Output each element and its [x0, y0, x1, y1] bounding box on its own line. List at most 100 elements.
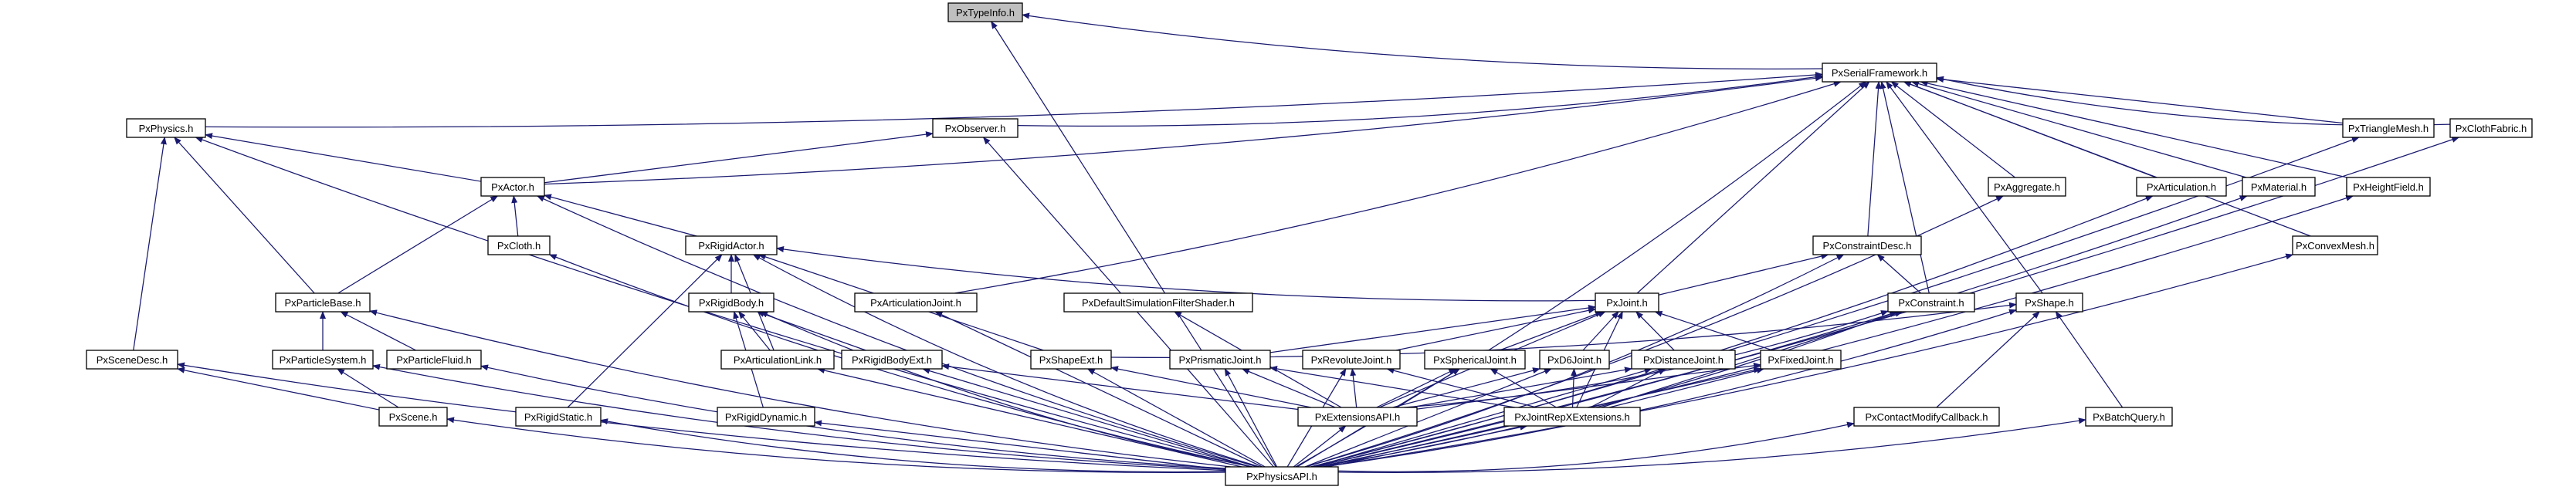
node-box-revolute[interactable]	[1302, 350, 1401, 370]
node-box-defsim[interactable]	[1063, 292, 1253, 313]
file-nodes: PxTypeInfo.hPxSerialFramework.hPxPhysics…	[86, 2, 2533, 486]
node-cloth[interactable]: PxCloth.h	[487, 235, 551, 255]
node-fixed[interactable]: PxFixedJoint.h	[1760, 350, 1842, 370]
edge-physapi-to-partsys	[372, 363, 1226, 470]
node-serial[interactable]: PxSerialFramework.h	[1822, 63, 1937, 83]
node-box-d6[interactable]	[1539, 350, 1610, 370]
node-box-distance[interactable]	[1631, 350, 1736, 370]
node-box-shapeext[interactable]	[1030, 350, 1112, 370]
node-box-artlink[interactable]	[720, 350, 835, 370]
node-box-serial[interactable]	[1822, 63, 1937, 83]
node-artjoint[interactable]: PxArticulationJoint.h	[854, 292, 978, 313]
node-clothfab[interactable]: PxClothFabric.h	[2449, 118, 2533, 138]
node-actor[interactable]: PxActor.h	[480, 177, 545, 197]
node-scenedesc[interactable]: PxSceneDesc.h	[86, 350, 178, 370]
node-box-convexmesh[interactable]	[2292, 235, 2378, 255]
node-box-partbase[interactable]	[275, 292, 371, 313]
node-box-physapi[interactable]	[1225, 466, 1339, 486]
node-box-heightf[interactable]	[2346, 177, 2431, 197]
node-defsim[interactable]: PxDefaultSimulationFilterShader.h	[1063, 292, 1253, 313]
node-d6[interactable]: PxD6Joint.h	[1539, 350, 1610, 370]
node-joint[interactable]: PxJoint.h	[1595, 292, 1659, 313]
node-box-rigidbody[interactable]	[688, 292, 774, 313]
node-artlink[interactable]: PxArticulationLink.h	[720, 350, 835, 370]
node-physapi[interactable]: PxPhysicsAPI.h	[1225, 466, 1339, 486]
node-label-typeinfo: PxTypeInfo.h	[956, 7, 1015, 19]
node-partfluid[interactable]: PxParticleFluid.h	[386, 350, 482, 370]
node-box-cloth[interactable]	[487, 235, 551, 255]
node-constraint[interactable]: PxConstraint.h	[1887, 292, 1975, 313]
node-partsys[interactable]: PxParticleSystem.h	[272, 350, 374, 370]
node-box-actor[interactable]	[480, 177, 545, 197]
node-box-joint[interactable]	[1595, 292, 1659, 313]
node-shapeext[interactable]: PxShapeExt.h	[1030, 350, 1112, 370]
node-box-contact[interactable]	[1853, 407, 2000, 427]
edge-serial-to-typeinfo	[1022, 12, 1823, 69]
edge-fixed-to-joint	[1654, 311, 1773, 351]
node-box-observer[interactable]	[932, 118, 1019, 138]
node-material[interactable]: PxMaterial.h	[2242, 177, 2316, 197]
node-convexmesh[interactable]: PxConvexMesh.h	[2292, 235, 2378, 255]
edge-physapi-to-d6	[1304, 368, 1552, 468]
node-contact[interactable]: PxContactModifyCallback.h	[1853, 407, 2000, 427]
node-box-prismatic[interactable]	[1169, 350, 1271, 370]
node-revolute[interactable]: PxRevoluteJoint.h	[1302, 350, 1401, 370]
node-rigidactor[interactable]: PxRigidActor.h	[685, 235, 778, 255]
node-box-rigidactor[interactable]	[685, 235, 778, 255]
node-scene[interactable]: PxScene.h	[378, 407, 448, 427]
node-box-batch[interactable]	[2085, 407, 2173, 427]
node-box-partsys[interactable]	[272, 350, 374, 370]
node-extapi[interactable]: PxExtensionsAPI.h	[1297, 407, 1418, 427]
node-aggregate[interactable]: PxAggregate.h	[1988, 177, 2066, 197]
node-label-fixed: PxFixedJoint.h	[1768, 354, 1833, 366]
node-box-rstatic[interactable]	[515, 407, 602, 427]
edge-constraint-to-serial	[1879, 81, 1930, 294]
node-box-constraint[interactable]	[1887, 292, 1975, 313]
node-articul[interactable]: PxArticulation.h	[2136, 177, 2227, 197]
edge-observer-to-serial	[1017, 73, 1823, 127]
node-rigidbext[interactable]: PxRigidBodyExt.h	[841, 350, 943, 370]
node-shape[interactable]: PxShape.h	[2015, 292, 2083, 313]
node-box-typeinfo[interactable]	[947, 2, 1023, 22]
node-box-artjoint[interactable]	[854, 292, 978, 313]
node-box-shape[interactable]	[2015, 292, 2083, 313]
node-label-physics: PxPhysics.h	[139, 123, 194, 134]
node-typeinfo[interactable]: PxTypeInfo.h	[947, 2, 1023, 22]
node-rigidbody[interactable]: PxRigidBody.h	[688, 292, 774, 313]
node-box-physics[interactable]	[126, 118, 206, 138]
node-rdynamic[interactable]: PxRigidDynamic.h	[717, 407, 815, 427]
node-prismatic[interactable]: PxPrismaticJoint.h	[1169, 350, 1271, 370]
dependency-edges	[133, 12, 2460, 474]
node-label-rstatic: PxRigidStatic.h	[524, 411, 592, 423]
node-box-extapi[interactable]	[1297, 407, 1418, 427]
node-box-constrdesc[interactable]	[1812, 235, 1922, 255]
node-box-aggregate[interactable]	[1988, 177, 2066, 197]
node-box-partfluid[interactable]	[386, 350, 482, 370]
node-spherical[interactable]: PxSphericalJoint.h	[1424, 350, 1526, 370]
node-box-material[interactable]	[2242, 177, 2316, 197]
node-observer[interactable]: PxObserver.h	[932, 118, 1019, 138]
node-constrdesc[interactable]: PxConstraintDesc.h	[1812, 235, 1922, 255]
node-box-scene[interactable]	[378, 407, 448, 427]
node-trimesh[interactable]: PxTriangleMesh.h	[2342, 118, 2435, 138]
node-box-spherical[interactable]	[1424, 350, 1526, 370]
node-box-clothfab[interactable]	[2449, 118, 2533, 138]
node-label-shapeext: PxShapeExt.h	[1039, 354, 1103, 366]
node-label-rigidbody: PxRigidBody.h	[699, 297, 764, 309]
node-rstatic[interactable]: PxRigidStatic.h	[515, 407, 602, 427]
node-box-rdynamic[interactable]	[717, 407, 815, 427]
node-box-trimesh[interactable]	[2342, 118, 2435, 138]
node-box-jointrepx[interactable]	[1503, 407, 1641, 427]
node-box-fixed[interactable]	[1760, 350, 1842, 370]
node-box-rigidbext[interactable]	[841, 350, 943, 370]
node-physics[interactable]: PxPhysics.h	[126, 118, 206, 138]
edge-artlink-to-rigidbody	[738, 311, 771, 351]
node-distance[interactable]: PxDistanceJoint.h	[1631, 350, 1736, 370]
node-heightf[interactable]: PxHeightField.h	[2346, 177, 2431, 197]
node-jointrepx[interactable]: PxJointRepXExtensions.h	[1503, 407, 1641, 427]
node-partbase[interactable]: PxParticleBase.h	[275, 292, 371, 313]
node-box-articul[interactable]	[2136, 177, 2227, 197]
node-box-scenedesc[interactable]	[86, 350, 178, 370]
node-batch[interactable]: PxBatchQuery.h	[2085, 407, 2173, 427]
